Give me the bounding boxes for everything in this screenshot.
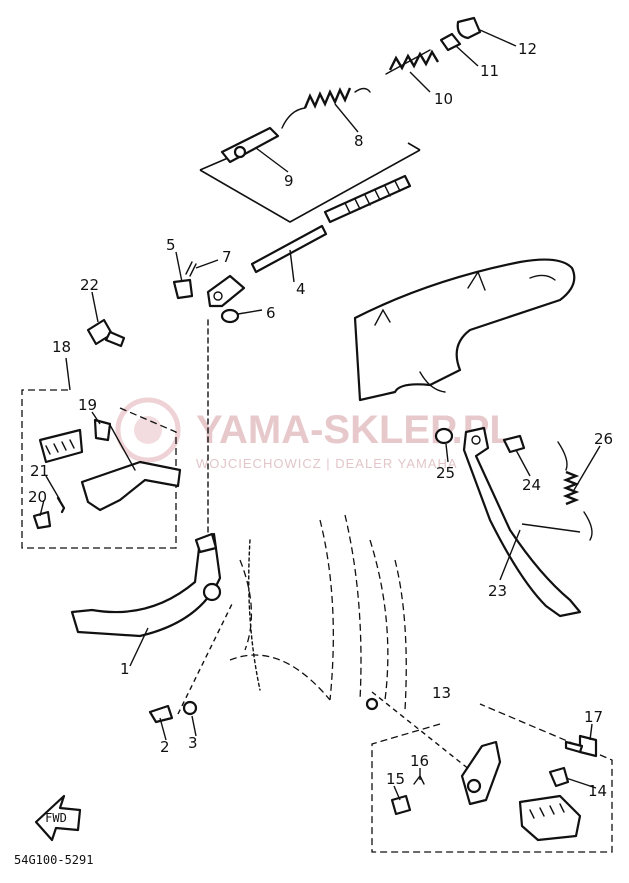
callout-18: 18 bbox=[52, 338, 71, 356]
callout-5: 5 bbox=[166, 236, 176, 254]
part-17-bolt bbox=[564, 734, 598, 758]
watermark: YAMA-SKLEP.PL WOJCIECHOWICZ | DEALER YAM… bbox=[115, 397, 514, 471]
callout-1: 1 bbox=[120, 660, 130, 678]
callout-17: 17 bbox=[584, 708, 603, 726]
leader-lines bbox=[39, 29, 601, 801]
part-24-bolt bbox=[502, 434, 526, 454]
part-25-nut bbox=[434, 427, 454, 445]
frame-outline bbox=[229, 514, 407, 711]
callout-21: 21 bbox=[30, 462, 49, 480]
watermark-title: YAMA-SKLEP.PL bbox=[196, 408, 514, 452]
callout-7: 7 bbox=[222, 248, 232, 266]
main-frame bbox=[353, 258, 576, 402]
part-6-collar bbox=[220, 308, 240, 324]
callout-13: 13 bbox=[432, 684, 451, 702]
watermark-subtitle: WOJCIECHOWICZ | DEALER YAMAHA bbox=[196, 456, 458, 471]
part-1-brake-pedal bbox=[70, 319, 222, 638]
part-14-footpeg bbox=[518, 766, 582, 842]
callout-24: 24 bbox=[522, 476, 541, 494]
part-22-bolt bbox=[86, 318, 126, 348]
callout-labels: 12 11 10 8 9 4 5 7 6 22 18 19 21 20 1 2 … bbox=[28, 40, 613, 800]
part-4-brake-rod bbox=[250, 174, 412, 274]
part-23-sidestand bbox=[462, 426, 582, 618]
part-13-rear-footrest-bracket bbox=[460, 740, 502, 806]
part-10-spring bbox=[385, 49, 440, 75]
callout-26: 26 bbox=[594, 430, 613, 448]
part-7-cotter-pin bbox=[185, 261, 197, 277]
part-18-footrest-bracket bbox=[32, 418, 182, 530]
callout-25: 25 bbox=[436, 464, 455, 482]
fwd-arrow: FWD bbox=[34, 794, 82, 842]
part-4-joint bbox=[206, 274, 246, 308]
callout-6: 6 bbox=[266, 304, 276, 322]
part-11-pin bbox=[439, 32, 462, 52]
callout-12: 12 bbox=[518, 40, 537, 58]
callout-11: 11 bbox=[480, 62, 499, 80]
callout-10: 10 bbox=[434, 90, 453, 108]
part-9-pin bbox=[220, 126, 280, 164]
callout-20: 20 bbox=[28, 488, 47, 506]
callout-8: 8 bbox=[354, 132, 364, 150]
callout-4: 4 bbox=[296, 280, 306, 298]
part-16-pin bbox=[413, 774, 425, 785]
part-26-spring bbox=[557, 441, 593, 541]
part-15-bolt bbox=[390, 794, 412, 816]
callout-2: 2 bbox=[160, 738, 170, 756]
callout-9: 9 bbox=[284, 172, 294, 190]
callout-14: 14 bbox=[588, 782, 607, 800]
footrest-group-frame bbox=[21, 389, 177, 549]
callout-15: 15 bbox=[386, 770, 405, 788]
part-12-cap bbox=[456, 16, 482, 40]
callout-3: 3 bbox=[188, 734, 198, 752]
callout-23: 23 bbox=[488, 582, 507, 600]
diagram-code: 54G100-5291 bbox=[14, 853, 93, 867]
part-5-bolt bbox=[172, 278, 194, 300]
callout-22: 22 bbox=[80, 276, 99, 294]
fwd-label: FWD bbox=[45, 811, 67, 825]
callout-19: 19 bbox=[78, 396, 97, 414]
callout-16: 16 bbox=[410, 752, 429, 770]
part-8-spring bbox=[281, 87, 371, 129]
part-3-washer bbox=[182, 700, 198, 716]
part-2-bolt bbox=[148, 704, 174, 724]
